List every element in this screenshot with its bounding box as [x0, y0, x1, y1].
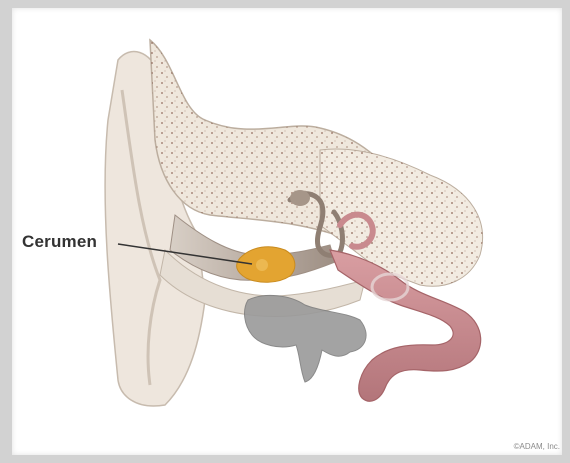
- middle-ear-cavity: [245, 295, 367, 382]
- copyright-credit: ©ADAM, Inc.: [514, 442, 560, 451]
- cerumen-label: Cerumen: [22, 232, 97, 252]
